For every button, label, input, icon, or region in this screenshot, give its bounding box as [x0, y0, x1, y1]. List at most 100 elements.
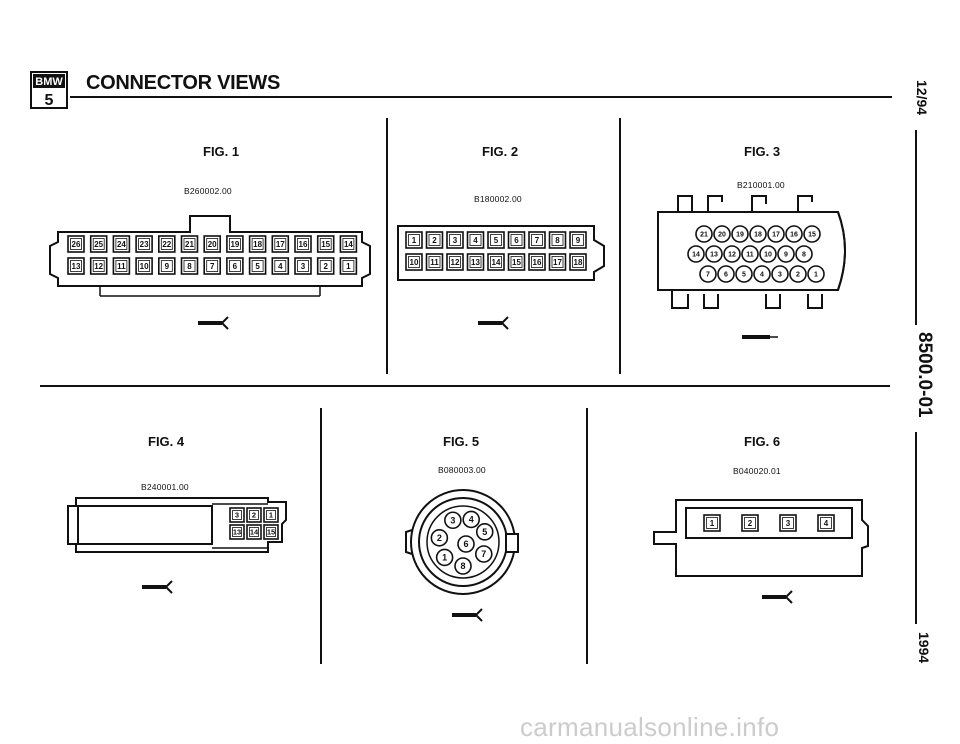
fig4-pin-14: 14	[246, 524, 262, 540]
svg-text:2: 2	[432, 236, 437, 245]
fig2-pin-14: 14	[487, 253, 505, 271]
svg-text:12: 12	[94, 262, 103, 271]
fig1-pin-9: 9	[158, 257, 176, 275]
svg-text:10: 10	[410, 258, 419, 267]
fig1-pin-21: 21	[180, 235, 199, 253]
fig5-pin-3: 3	[444, 511, 462, 530]
svg-text:16: 16	[533, 258, 542, 267]
fig2-pin-13: 13	[466, 253, 485, 271]
svg-text:8: 8	[555, 236, 560, 245]
fig1-pin-5: 5	[248, 257, 267, 275]
fig1-pin-7: 7	[203, 257, 221, 275]
svg-text:5: 5	[494, 236, 499, 245]
fig2-pin-16: 16	[528, 253, 546, 271]
fig6-part-code: B040020.01	[733, 466, 781, 476]
fig3-pin-1: 1	[807, 265, 825, 283]
svg-text:13: 13	[471, 258, 480, 267]
svg-text:7: 7	[481, 549, 486, 559]
svg-text:9: 9	[576, 236, 581, 245]
fig2-pin-7: 7	[528, 231, 546, 249]
fig3-pin-13: 13	[705, 245, 723, 263]
svg-text:23: 23	[140, 240, 149, 249]
svg-text:5: 5	[482, 527, 487, 537]
svg-text:9: 9	[784, 252, 788, 259]
fig2-pin-5: 5	[487, 231, 505, 249]
svg-text:13: 13	[233, 528, 241, 537]
svg-text:9: 9	[165, 262, 170, 271]
svg-text:6: 6	[463, 539, 468, 549]
fig1-pin-8: 8	[180, 257, 199, 275]
fig1-pin-26: 26	[67, 235, 85, 253]
svg-text:1: 1	[814, 272, 818, 279]
fig1-pin-4: 4	[271, 257, 290, 275]
svg-text:2: 2	[437, 533, 442, 543]
svg-text:1: 1	[269, 511, 273, 520]
fig1-pin-18: 18	[248, 235, 267, 253]
svg-text:5: 5	[255, 262, 260, 271]
fig4-pin-13: 13	[229, 524, 245, 540]
fig3-pin-18: 18	[749, 225, 767, 243]
svg-text:11: 11	[117, 262, 126, 271]
fig1-key-symbol	[198, 316, 229, 330]
fig1-pin-1: 1	[339, 257, 358, 275]
fig3-pin-9: 9	[777, 245, 795, 263]
bmw-5-series-logo: BMW 5	[30, 71, 68, 109]
svg-text:3: 3	[235, 511, 239, 520]
fig1-pin-3: 3	[294, 257, 312, 275]
svg-text:11: 11	[430, 258, 439, 267]
svg-text:1: 1	[710, 519, 715, 528]
svg-text:1: 1	[442, 553, 447, 563]
fig3-pin-12: 12	[723, 245, 741, 263]
margin-doc-number: 8500.0-01	[914, 332, 935, 418]
fig6-key-symbol	[762, 590, 793, 604]
watermark: carmanualsonline.info	[520, 712, 780, 742]
fig6-pin-1: 1	[703, 514, 721, 532]
logo-brand: BMW	[35, 76, 63, 88]
svg-text:15: 15	[321, 240, 330, 249]
svg-text:18: 18	[754, 232, 762, 239]
fig2-key-symbol	[478, 316, 509, 330]
svg-text:18: 18	[253, 240, 262, 249]
svg-text:8: 8	[460, 561, 465, 571]
fig3-pin-16: 16	[785, 225, 803, 243]
fig3-pin-15: 15	[803, 225, 821, 243]
svg-text:21: 21	[700, 232, 708, 239]
fig3-key-symbol	[742, 335, 778, 339]
top-divider-2	[619, 118, 621, 374]
fig1-pin-13: 13	[67, 257, 85, 275]
svg-text:3: 3	[778, 272, 782, 279]
svg-text:6: 6	[233, 262, 238, 271]
svg-text:16: 16	[299, 240, 308, 249]
svg-text:3: 3	[453, 236, 458, 245]
logo-series: 5	[45, 92, 54, 109]
fig6-pin-4: 4	[817, 514, 835, 532]
margin-date: 12/94	[914, 80, 930, 116]
fig1-pin-25: 25	[89, 235, 108, 253]
svg-text:8: 8	[802, 252, 806, 259]
svg-text:5: 5	[742, 272, 746, 279]
svg-text:3: 3	[301, 262, 306, 271]
svg-text:8: 8	[187, 262, 192, 271]
fig1-pin-17: 17	[271, 235, 290, 253]
svg-text:19: 19	[230, 240, 239, 249]
fig2-pin-18: 18	[569, 253, 587, 271]
fig2-pin-9: 9	[569, 231, 587, 249]
fig5-pin-6: 6	[457, 535, 475, 553]
svg-text:14: 14	[250, 528, 259, 537]
fig3-pin-4: 4	[753, 265, 771, 283]
fig1-pin-2: 2	[316, 257, 335, 275]
fig5-part-code: B080003.00	[438, 465, 486, 475]
fig6-pin-3: 3	[779, 514, 797, 532]
svg-text:10: 10	[764, 252, 772, 259]
fig4-part-code: B240001.00	[141, 482, 189, 492]
svg-text:2: 2	[796, 272, 800, 279]
fig2-pin-15: 15	[507, 253, 526, 271]
page-title: CONNECTOR VIEWS	[86, 72, 281, 94]
fig3-pin-5: 5	[735, 265, 753, 283]
fig3-pin-8: 8	[795, 245, 813, 263]
fig2-pin-4: 4	[466, 231, 485, 249]
svg-text:3: 3	[786, 519, 791, 528]
svg-text:17: 17	[772, 232, 780, 239]
